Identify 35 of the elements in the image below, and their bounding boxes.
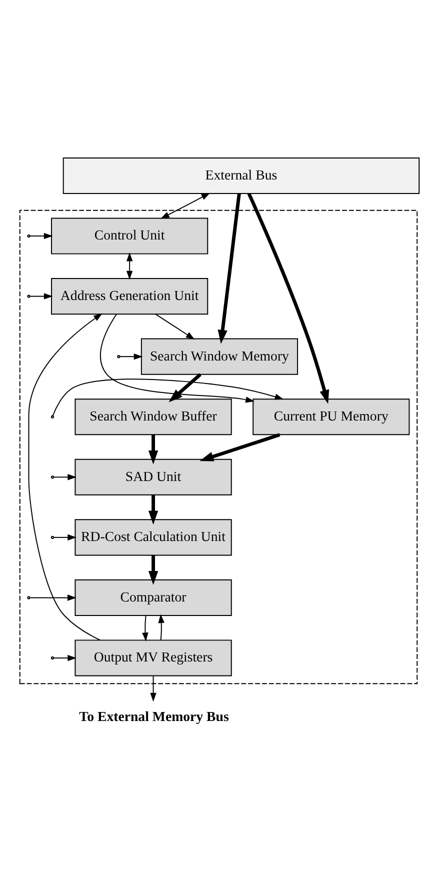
arrow bbox=[148, 495, 158, 525]
arrow bbox=[150, 675, 156, 702]
arrow bbox=[148, 434, 158, 464]
node-box: External Bus bbox=[62, 157, 420, 194]
arrow bbox=[168, 373, 202, 402]
arrow bbox=[30, 594, 76, 601]
arrow bbox=[29, 293, 53, 300]
arrow bbox=[29, 232, 53, 240]
node-text: To External Memory Bus bbox=[79, 708, 229, 724]
arrow bbox=[126, 252, 133, 280]
node-box: RD-Cost Calculation Unit bbox=[74, 519, 232, 556]
arrow bbox=[142, 615, 148, 642]
arrow bbox=[53, 654, 77, 662]
node-box: Output MV Registers bbox=[74, 640, 232, 676]
arrow bbox=[53, 474, 77, 480]
arrow bbox=[218, 193, 241, 344]
arrow bbox=[28, 313, 102, 641]
node-box: Comparator bbox=[74, 579, 232, 616]
node-box: Search Window Buffer bbox=[74, 398, 232, 436]
node-box: Search Window Memory bbox=[140, 338, 298, 375]
arrow bbox=[247, 192, 330, 404]
arrow bbox=[53, 534, 77, 541]
arrow bbox=[119, 353, 143, 360]
node-box: Address Generation Unit bbox=[51, 278, 208, 315]
arrow bbox=[158, 614, 164, 640]
arrow bbox=[200, 433, 280, 462]
arrow bbox=[148, 555, 158, 585]
node-box: Current PU Memory bbox=[252, 398, 410, 436]
arrow bbox=[52, 378, 284, 416]
arrow bbox=[100, 314, 255, 403]
cluster bbox=[19, 210, 418, 684]
node-box: SAD Unit bbox=[74, 458, 232, 496]
arrow bbox=[155, 314, 195, 340]
arrow bbox=[160, 192, 210, 219]
node-box: Control Unit bbox=[51, 218, 208, 254]
